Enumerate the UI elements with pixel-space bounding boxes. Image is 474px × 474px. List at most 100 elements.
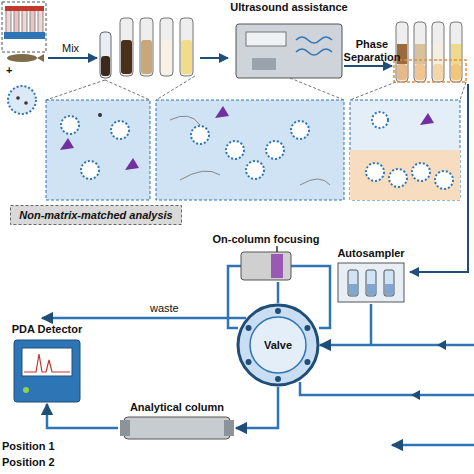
vial — [366, 270, 376, 296]
zoom-panel — [156, 100, 344, 200]
micelle — [246, 161, 264, 179]
protein-symbol — [125, 158, 139, 170]
annotation-label: waste — [150, 302, 179, 315]
micelle — [366, 163, 384, 181]
valve-port — [304, 325, 310, 331]
tubing — [42, 266, 474, 445]
analyte-dot — [16, 96, 20, 100]
pipe-connector — [278, 282, 279, 303]
mixed-tube — [100, 32, 111, 78]
vial — [348, 270, 358, 296]
valve-port — [275, 308, 281, 314]
pipe-connector — [236, 387, 278, 428]
flow-arrow — [200, 57, 228, 59]
detector-box: PDA Detector — [6, 322, 88, 404]
zoom-line — [460, 82, 466, 100]
tube-content — [181, 40, 192, 74]
detector-body — [14, 340, 80, 402]
tube-lower — [451, 64, 461, 80]
micelle — [8, 86, 36, 114]
node-title: On-column focusing — [210, 232, 322, 246]
spe-cartridge: On-column focusing — [210, 232, 322, 282]
node-title: PDA Detector — [6, 322, 88, 336]
sample-rack — [2, 2, 46, 52]
tube-upper — [415, 44, 425, 64]
wave-line — [170, 116, 330, 185]
annotation-label: + — [6, 64, 12, 77]
valve-port — [275, 376, 281, 382]
annotation-label: Mix — [62, 42, 79, 55]
annotation-label: Position 1 — [2, 440, 55, 453]
analyte-dot — [98, 113, 102, 117]
pump-line — [300, 382, 474, 395]
bath-body — [236, 24, 342, 78]
detector-led — [23, 387, 29, 393]
micelle — [372, 112, 388, 128]
micelle — [111, 121, 129, 139]
micelle — [435, 171, 453, 189]
fish-body — [7, 54, 37, 62]
micelle — [226, 141, 244, 159]
pump-line — [392, 444, 474, 447]
valve-label: Valve — [264, 338, 292, 352]
tube — [100, 32, 111, 78]
micelle — [389, 169, 407, 187]
annotation-label: Phase Separation — [342, 38, 402, 64]
tube-lower — [415, 64, 425, 80]
column-box: Analytical column — [118, 400, 236, 442]
micelle — [266, 141, 284, 159]
micelle — [61, 116, 79, 134]
sample-tubes — [120, 18, 193, 76]
separated-tubes — [394, 22, 466, 82]
rack-bar — [4, 32, 45, 39]
tube-upper — [433, 44, 443, 64]
chromatogram — [24, 354, 70, 372]
zoom-line — [156, 76, 195, 100]
bath-knob — [252, 58, 276, 70]
vial-content — [385, 284, 393, 295]
valve-port — [304, 359, 310, 365]
valve-port — [246, 359, 252, 365]
tag-frame — [11, 206, 182, 225]
phase-arrow — [344, 65, 392, 67]
micelle — [191, 126, 209, 144]
fish — [7, 54, 44, 62]
tube-connector — [277, 282, 280, 303]
column-cap — [120, 420, 130, 436]
dashed-frame — [2, 2, 46, 52]
node-title: Ultrasound assistance — [222, 0, 356, 14]
tube-lower — [397, 64, 407, 80]
tube — [432, 22, 444, 82]
tube-caps — [5, 6, 44, 11]
zoom-line — [290, 78, 344, 100]
tube-content — [101, 56, 110, 76]
tube — [450, 22, 462, 82]
valve-port — [246, 325, 252, 331]
tube — [140, 18, 153, 76]
loop-tube — [228, 266, 241, 328]
protein-symbol — [215, 106, 229, 118]
column-cap — [224, 420, 234, 436]
tube-connector — [47, 404, 118, 428]
valve-rotor — [250, 317, 306, 373]
sampler-body — [338, 263, 404, 302]
analyte-dot — [24, 101, 28, 105]
section-tag: Non-matrix-matched analysis — [10, 205, 182, 225]
protein-symbol — [420, 113, 434, 125]
flow-arrow — [437, 340, 446, 350]
tube — [180, 18, 193, 76]
vial — [384, 270, 394, 296]
valve-circle: Valve — [236, 303, 320, 387]
bath-panel — [246, 32, 286, 46]
waste-line — [42, 317, 246, 320]
node-title: Autosampler — [334, 246, 408, 260]
zoom-panel — [46, 100, 150, 200]
node-title: Non-matrix-matched analysis — [19, 208, 172, 222]
lower-phase — [350, 150, 460, 200]
autosampler-box: Autosampler — [334, 246, 408, 304]
tube-lower — [433, 64, 443, 80]
valve-body — [238, 305, 318, 385]
